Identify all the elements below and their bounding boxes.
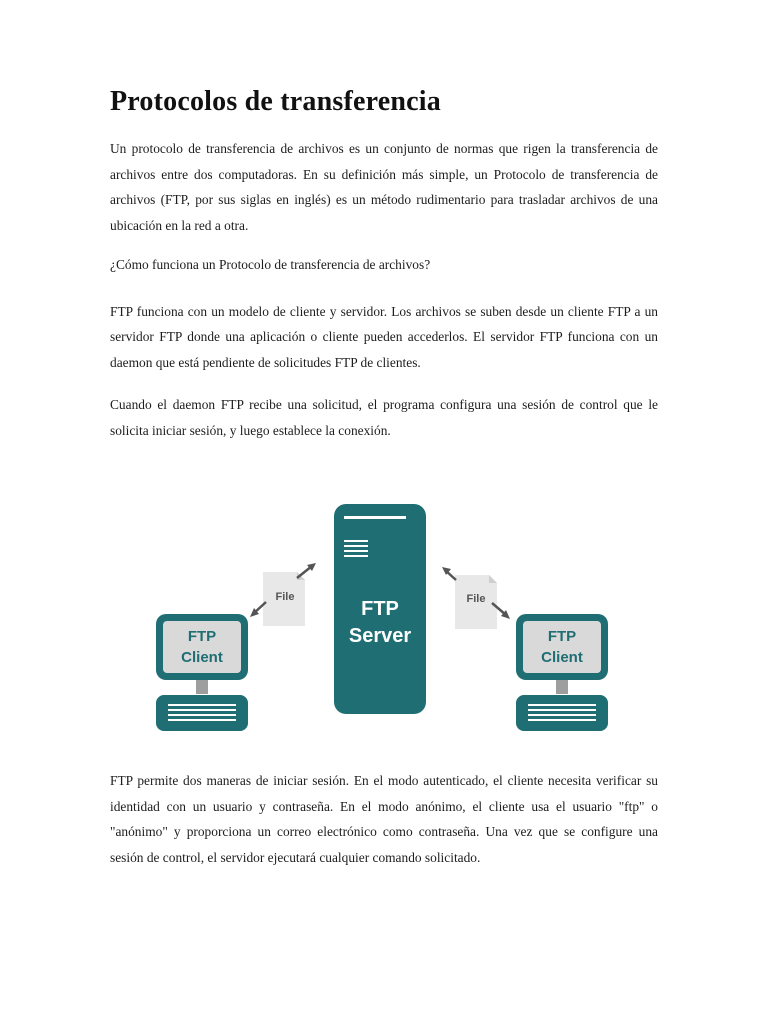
ftp-client-right: FTP Client: [516, 614, 608, 731]
client-right-label-line1: FTP: [548, 628, 576, 645]
ftp-server: FTP Server: [334, 504, 426, 714]
file-right: File: [455, 575, 497, 629]
file-right-label: File: [467, 593, 486, 605]
paragraph-login-modes: FTP permite dos maneras de iniciar sesió…: [110, 773, 658, 865]
arrow-left-up: [296, 563, 316, 579]
server-label-line2: Server: [349, 625, 411, 647]
paragraph-client-server: FTP funciona con un modelo de cliente y …: [110, 303, 658, 370]
file-left: File: [263, 572, 305, 626]
document-body: Protocolos de transferencia Un protocolo…: [110, 86, 658, 443]
client-right-label-line2: Client: [541, 649, 583, 666]
ftp-diagram: FTP Server FTP Client FTP Client: [150, 498, 612, 734]
paragraph-daemon: Cuando el daemon FTP recibe una solicitu…: [110, 397, 658, 438]
file-left-label: File: [276, 591, 295, 603]
ftp-client-left: FTP Client: [156, 614, 248, 731]
document-title: Protocolos de transferencia: [110, 86, 441, 117]
paragraph-question: ¿Cómo funciona un Protocolo de transfere…: [110, 257, 431, 272]
paragraph-intro: Un protocolo de transferencia de archivo…: [110, 141, 658, 233]
server-label-line1: FTP: [361, 598, 399, 620]
client-left-label-line2: Client: [181, 649, 223, 666]
arrow-left-down: [250, 601, 267, 617]
client-left-label-line1: FTP: [188, 628, 216, 645]
arrow-right-down: [491, 602, 510, 619]
arrow-right-up: [442, 567, 457, 581]
